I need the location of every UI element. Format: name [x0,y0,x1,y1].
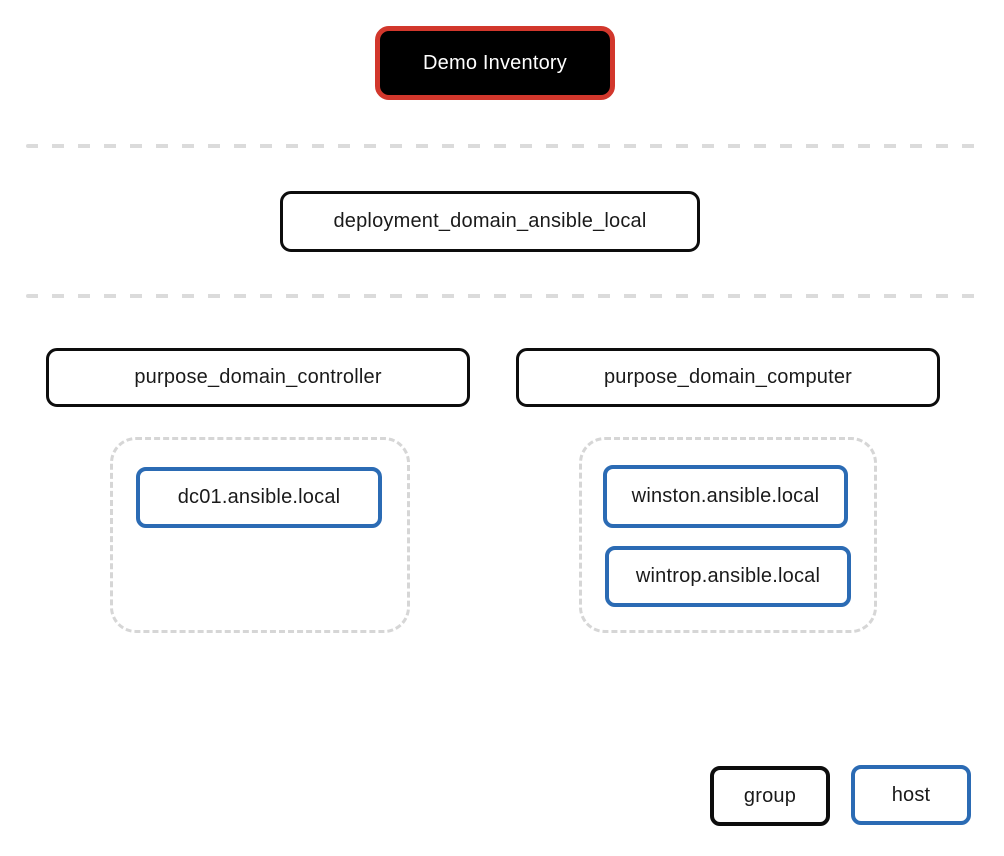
legend-host-node: host [851,765,971,825]
host-node-dc01: dc01.ansible.local [136,467,382,528]
group-node-purpose-domain-controller: purpose_domain_controller [46,348,470,407]
group-node-deployment-domain-ansible-local: deployment_domain_ansible_local [280,191,700,252]
level-separator-2 [26,294,982,298]
group-node-purpose-domain-computer: purpose_domain_computer [516,348,940,407]
inventory-node: Demo Inventory [375,26,615,100]
host-node-winston: winston.ansible.local [603,465,848,528]
level-separator-1 [26,144,982,148]
legend-group-node: group [710,766,830,826]
host-node-wintrop: wintrop.ansible.local [605,546,851,607]
